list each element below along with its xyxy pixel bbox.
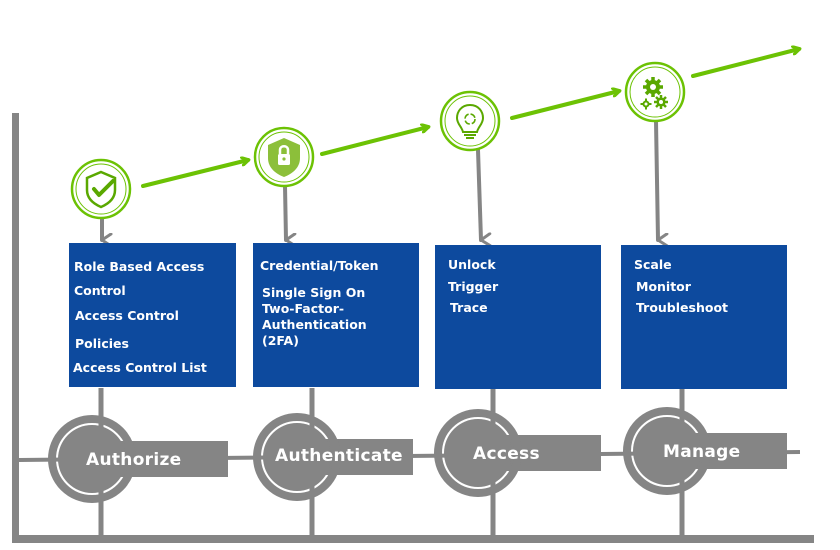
stage-label-authenticate: Authenticate [275,446,403,466]
gears-icon [624,61,686,123]
stage-badge-authorize [48,415,136,503]
card-item: Single Sign On [262,285,366,300]
shield-lock-icon [253,126,315,188]
stage-badge-authenticate [253,413,341,501]
card-item: Authentication [262,317,367,332]
stage-label-access: Access [473,444,540,464]
stage-badge-manage [623,407,711,495]
card-item: Policies [75,336,129,351]
card-item: Control [74,283,126,298]
shield-check-icon [70,158,132,220]
card-item: Two-Factor- [262,301,345,316]
stage-badge-access [434,409,522,497]
card-authenticate: Credential/Token Single Sign On Two-Fact… [253,243,419,387]
progress-arrows [141,49,799,188]
card-item: Access Control List [73,360,207,375]
card-item: Troubleshoot [636,300,729,315]
card-item-group: Single Sign On Two-Factor- Authenticatio… [262,285,367,349]
card-access: Unlock Trigger Trace [435,245,601,389]
card-manage: Scale Monitor Troubleshoot [621,245,787,389]
stage-label-authorize: Authorize [86,450,182,470]
card-item: Trigger [448,279,499,294]
card-authorize: Role Based Access Control Access Control… [69,243,236,387]
card-item: Role Based Access [74,259,205,274]
card-item: Trace [450,300,488,315]
card-item: Unlock [448,257,496,272]
lightbulb-icon [439,90,501,152]
card-item: Scale [634,257,672,272]
card-item: (2FA) [262,333,299,348]
card-item: Monitor [636,279,691,294]
card-item: Access Control [75,308,179,323]
icon-to-card-arrows [100,119,658,240]
stage-label-manage: Manage [663,442,741,462]
card-item: Credential/Token [260,258,379,273]
